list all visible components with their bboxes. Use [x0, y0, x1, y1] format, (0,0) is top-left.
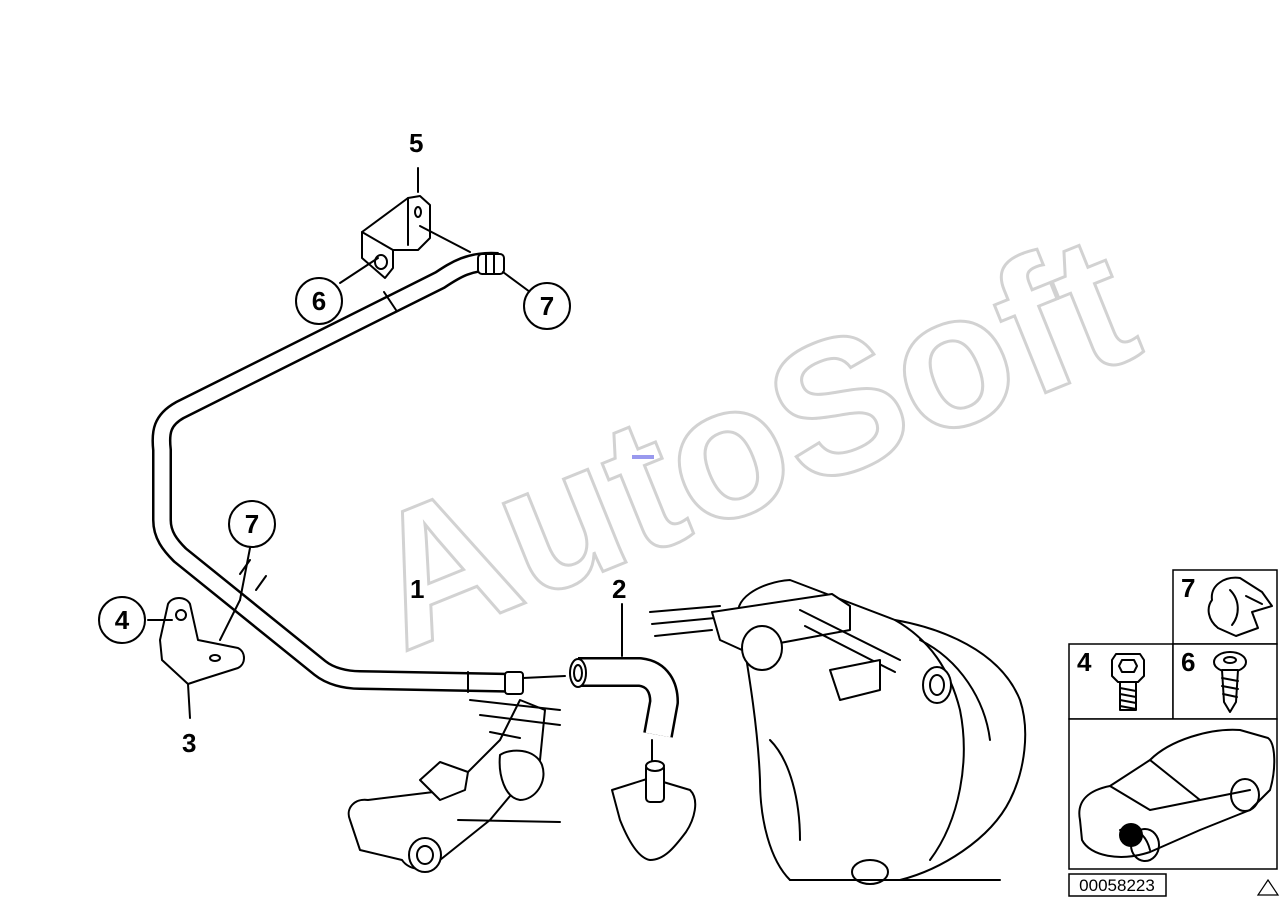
bracket-lower [147, 547, 251, 719]
elbow-hose [569, 603, 697, 861]
callout-4: 4 [98, 596, 146, 644]
panel-label-4: 4 [1077, 647, 1092, 677]
bracket-top [361, 167, 471, 279]
watermark-mark [632, 455, 654, 459]
car-location-icon [1078, 728, 1276, 862]
diagram-id: 00058223 [1079, 876, 1155, 895]
parts-panel: 7 4 6 00058223 [1068, 569, 1280, 897]
clip-icon [1207, 576, 1273, 637]
label-part-2: 2 [612, 574, 626, 604]
label-part-3: 3 [182, 728, 196, 758]
panel-label-6: 6 [1181, 647, 1195, 677]
svg-text:7: 7 [540, 291, 554, 321]
panel-label-7: 7 [1181, 573, 1195, 603]
callout-7-top: 7 [502, 271, 571, 330]
screw-icon-6 [1213, 651, 1247, 713]
vent-hose [151, 251, 566, 695]
linkage-arm [347, 699, 561, 873]
engine-casing [649, 579, 1027, 885]
location-marker [1119, 823, 1143, 847]
callout-6: 6 [295, 257, 379, 325]
warning-triangle-icon [1256, 878, 1280, 896]
svg-text:4: 4 [115, 605, 130, 635]
diagram-id-box [1068, 873, 1167, 897]
label-part-1: 1 [410, 574, 424, 604]
bolt-icon-4 [1111, 653, 1145, 711]
callout-7-left: 7 [228, 500, 276, 548]
label-part-5: 5 [409, 128, 423, 158]
svg-text:6: 6 [312, 286, 326, 316]
svg-text:7: 7 [245, 509, 259, 539]
